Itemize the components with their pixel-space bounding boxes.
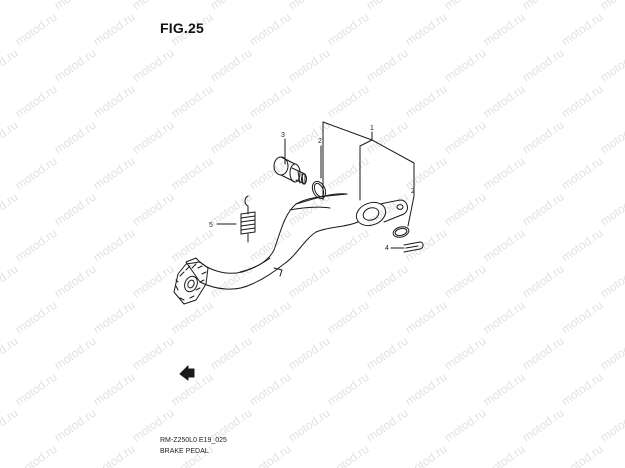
callout-2-right: 2: [411, 188, 415, 195]
o-ring-upper: [311, 180, 327, 200]
callout-2-upper: 2: [318, 138, 322, 145]
o-ring-right: [392, 226, 410, 238]
pivot-bolt: [273, 156, 307, 185]
leader-lines: [216, 121, 415, 249]
brake-pedal-arm: [185, 193, 408, 290]
callout-5: 5: [209, 222, 213, 229]
callout-3: 3: [281, 132, 285, 139]
figure-title: FIG.25: [160, 20, 204, 36]
direction-arrow-icon: [179, 365, 195, 381]
callout-labels: 1 2 2 3 4 5: [209, 125, 415, 252]
return-spring: [240, 195, 256, 243]
callout-4: 4: [385, 245, 389, 252]
figure-caption: BRAKE PEDAL: [160, 448, 209, 455]
callout-1: 1: [370, 125, 374, 132]
pedal-foot-tip: [173, 261, 209, 305]
drawing-code: RM-Z250L0 E19_025: [160, 437, 227, 444]
cotter-pin: [403, 241, 424, 253]
